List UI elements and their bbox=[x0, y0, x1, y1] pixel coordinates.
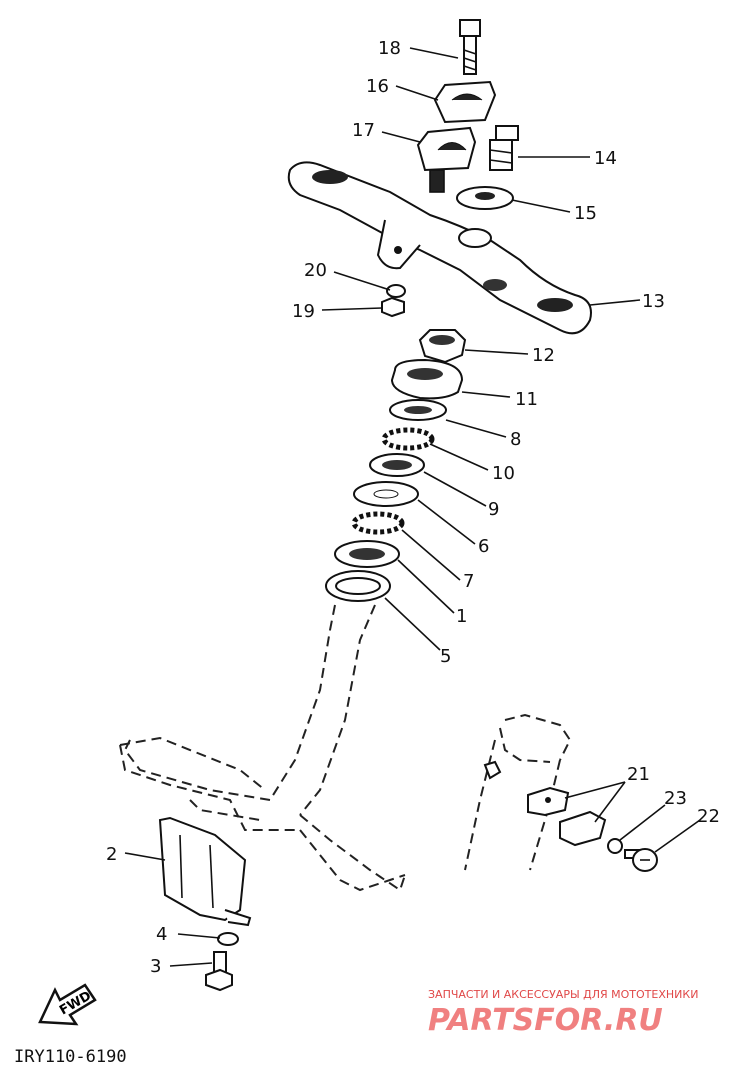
holder-upper-16 bbox=[433, 80, 497, 124]
under-bracket bbox=[119, 736, 406, 892]
seal-5 bbox=[325, 570, 391, 602]
washer-20 bbox=[386, 284, 406, 298]
race-9 bbox=[369, 453, 425, 477]
callout-8: 8 bbox=[510, 429, 521, 450]
callout-15: 15 bbox=[574, 203, 597, 224]
callout-23: 23 bbox=[664, 788, 687, 809]
callout-4: 4 bbox=[156, 924, 167, 945]
callout-11: 11 bbox=[515, 389, 538, 410]
callout-17: 17 bbox=[352, 120, 375, 141]
callout-14: 14 bbox=[594, 148, 617, 169]
upper-bracket bbox=[287, 161, 592, 335]
washer-4 bbox=[217, 932, 239, 946]
holder-lower-17 bbox=[416, 126, 477, 193]
callout-2: 2 bbox=[106, 844, 117, 865]
washer-15 bbox=[456, 186, 514, 210]
callout-19: 19 bbox=[292, 301, 315, 322]
cover-2 bbox=[158, 816, 252, 927]
diagram-code: IRY110-6190 bbox=[14, 1047, 127, 1067]
watermark: ЗАПЧАСТИ И АКСЕССУАРЫ ДЛЯ МОТОТЕХНИКИ PA… bbox=[428, 988, 698, 1038]
callout-16: 16 bbox=[366, 76, 389, 97]
watermark-brand: PARTSFOR.RU bbox=[428, 1003, 663, 1038]
callout-10: 10 bbox=[492, 463, 515, 484]
steering-stem bbox=[119, 604, 406, 892]
nut-19 bbox=[381, 296, 405, 318]
callout-7: 7 bbox=[463, 571, 474, 592]
race-8 bbox=[389, 399, 447, 421]
clamp-21 bbox=[483, 760, 607, 847]
bolt-3 bbox=[205, 951, 233, 992]
balls-10 bbox=[381, 427, 435, 451]
callout-labels: 18 16 17 14 15 13 20 19 12 11 8 10 9 6 7… bbox=[106, 38, 720, 977]
callout-20: 20 bbox=[304, 260, 327, 281]
screw-22 bbox=[624, 848, 658, 872]
callout-22: 22 bbox=[697, 806, 720, 827]
callout-9: 9 bbox=[488, 499, 499, 520]
callout-1: 1 bbox=[456, 606, 467, 627]
callout-21: 21 bbox=[627, 764, 650, 785]
callout-18: 18 bbox=[378, 38, 401, 59]
callout-13: 13 bbox=[642, 291, 665, 312]
bolt-14 bbox=[489, 125, 519, 171]
race-1 bbox=[334, 540, 400, 568]
callout-3: 3 bbox=[150, 956, 161, 977]
callout-12: 12 bbox=[532, 345, 555, 366]
fwd-arrow: FWD bbox=[38, 983, 97, 1026]
cover-11 bbox=[390, 358, 464, 400]
leader-lines bbox=[124, 47, 701, 967]
watermark-tagline: ЗАПЧАСТИ И АКСЕССУАРЫ ДЛЯ МОТОТЕХНИКИ bbox=[428, 988, 698, 1001]
ring-nut-12 bbox=[418, 329, 467, 364]
washer-6 bbox=[353, 481, 419, 507]
callout-6: 6 bbox=[478, 536, 489, 557]
callout-5: 5 bbox=[440, 646, 451, 667]
washer-23 bbox=[607, 838, 623, 854]
bolt-18 bbox=[459, 19, 481, 75]
balls-7 bbox=[351, 511, 405, 535]
